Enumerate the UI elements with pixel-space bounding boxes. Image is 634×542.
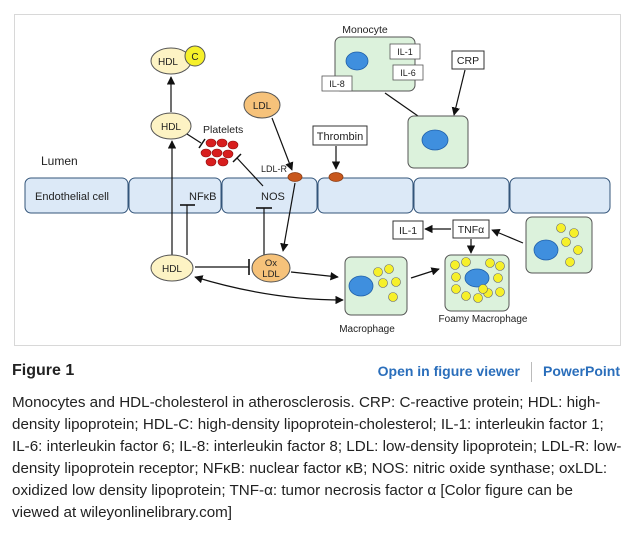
ox-label: Ox <box>265 258 277 269</box>
thrombin-label: Thrombin <box>317 131 363 143</box>
ldl-label: LDL <box>253 101 272 112</box>
crp-arrow <box>451 69 466 116</box>
hdl-particle-upper <box>150 112 192 140</box>
hdl-particle-lower <box>150 254 194 282</box>
il1-box <box>392 220 424 240</box>
monocyte-nucleus <box>345 51 369 71</box>
cholesterol-dot <box>184 45 206 67</box>
endothelial-cell <box>509 177 611 214</box>
figure-image: Lumen Endothelial cell NFκB NOS LDL-R Th… <box>14 14 621 346</box>
il6-tag-label: IL-6 <box>400 68 416 78</box>
platelet-cluster <box>200 138 239 167</box>
thrombin-box <box>312 125 368 146</box>
macrophage-label: Macrophage <box>339 324 395 335</box>
crp-box <box>451 50 485 70</box>
figure-header: Figure 1 Open in figure viewer PowerPoin… <box>12 360 622 384</box>
adherent-monocyte-nucleus <box>421 129 449 151</box>
foamy-nucleus <box>464 268 490 288</box>
endothelial-cell <box>221 177 318 214</box>
macrophage-nucleus <box>348 275 374 297</box>
il6-tag <box>392 64 424 81</box>
oxldl-label: LDL <box>262 269 279 280</box>
atherosclerosis-diagram: Lumen Endothelial cell NFκB NOS LDL-R Th… <box>24 24 611 335</box>
il1-tag <box>389 43 421 60</box>
hdl-lower-label: HDL <box>162 264 182 275</box>
macrophage-to-tnfa-arrow <box>491 229 524 244</box>
ldl-particle <box>243 91 281 119</box>
nfkb-label: NFκB <box>189 191 217 203</box>
endothelial-layer <box>24 177 611 214</box>
hdl-c-hdl-label: HDL <box>158 57 178 68</box>
right-macrophage-lipid <box>556 223 583 267</box>
il1-tag-label: IL-1 <box>397 47 413 57</box>
oxldl-to-macrophage-arrow <box>290 271 339 281</box>
right-macrophage-nucleus <box>533 239 559 261</box>
ldl-receptor <box>287 172 303 182</box>
open-figure-viewer-link[interactable]: Open in figure viewer <box>377 363 520 379</box>
platelets-label: Platelets <box>203 124 243 136</box>
hdl-macrophage-efflux-arrow <box>194 275 344 305</box>
link-divider <box>531 362 532 382</box>
nos-label: NOS <box>261 191 285 203</box>
receptor-to-oxldl-arrow <box>280 182 296 252</box>
macrophage-lipid-droplets <box>373 264 401 302</box>
foamy-label: Foamy Macrophage <box>439 314 528 325</box>
thrombin-receptor <box>328 172 344 182</box>
macrophage-to-foamy-arrow <box>410 267 440 279</box>
figure-caption: Monocytes and HDL‐cholesterol in atheros… <box>12 394 622 521</box>
lumen-label: Lumen <box>41 154 78 168</box>
monocyte-label: Monocyte <box>342 24 388 36</box>
nos-platelet-inhibit <box>236 157 264 187</box>
il1-label: IL-1 <box>399 225 417 237</box>
figure-title: Figure 1 <box>12 362 75 379</box>
powerpoint-link[interactable]: PowerPoint <box>542 363 620 379</box>
foamy-lipid-droplets <box>450 257 505 303</box>
cholesterol-label: C <box>191 52 198 63</box>
crp-label: CRP <box>457 55 479 67</box>
hdl-upper-label: HDL <box>161 122 181 133</box>
il8-tag <box>321 75 353 92</box>
endothelial-cell <box>24 177 129 214</box>
endothelial-cell <box>413 177 510 214</box>
endothelial-cell <box>317 177 414 214</box>
ldl-to-receptor-arrow <box>271 117 294 171</box>
endothelial-cell <box>128 177 222 214</box>
tnfa-box <box>452 219 490 239</box>
ldlr-label: LDL-R <box>261 164 288 174</box>
hdl-platelet-inhibit <box>186 133 202 144</box>
endothelial-cell-label: Endothelial cell <box>35 191 109 203</box>
il8-tag-label: IL-8 <box>329 79 345 89</box>
tnfa-label: TNFα <box>458 224 484 236</box>
